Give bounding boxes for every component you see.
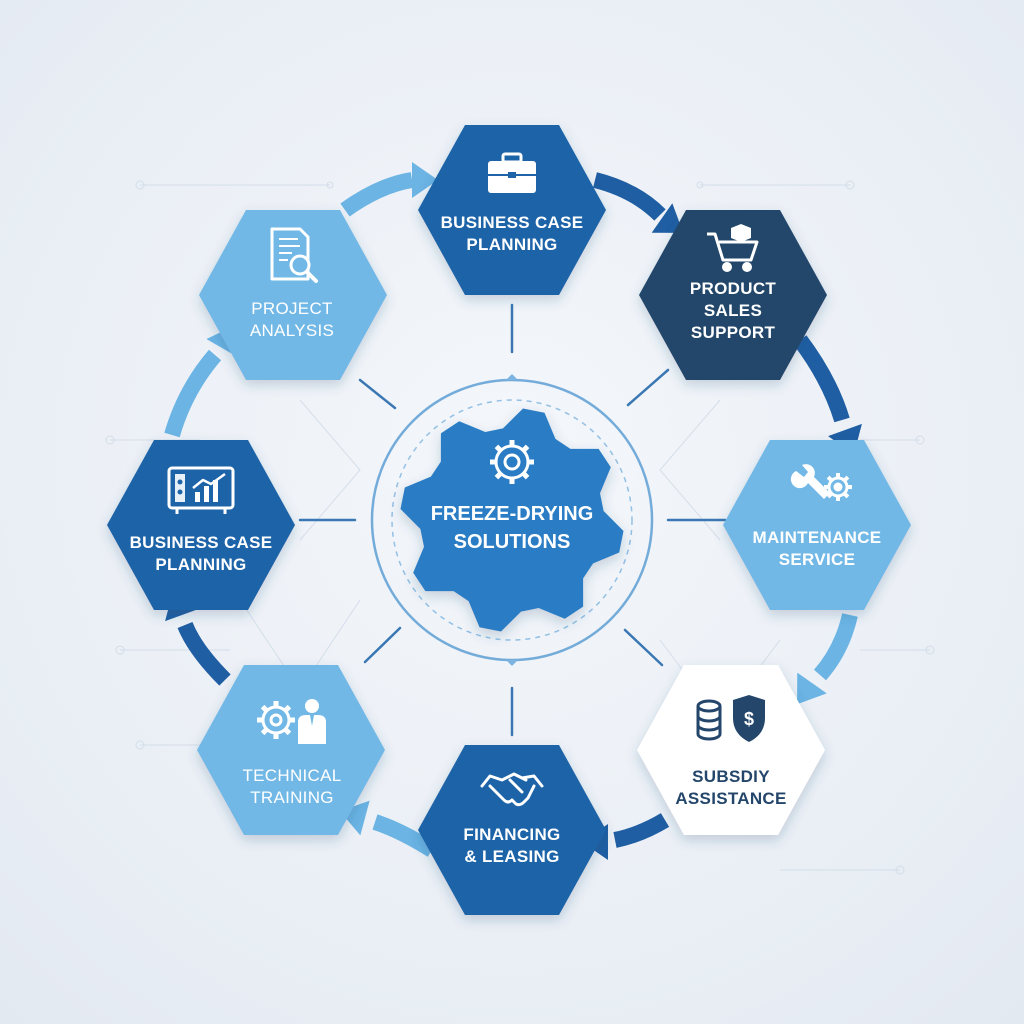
briefcase-icon	[488, 152, 536, 193]
shopping-cart-icon	[707, 224, 759, 272]
hexagon-bottom	[418, 745, 606, 915]
cycle-arrow-body	[372, 814, 437, 857]
center-spokes	[298, 303, 727, 737]
node-bottom-left[interactable]	[197, 665, 385, 835]
hexagon-top-left	[199, 210, 387, 380]
coins-shield-icon: $	[696, 695, 765, 742]
center-title: FREEZE-DRYING SOLUTIONS	[430, 503, 594, 553]
center-gear-shape	[400, 408, 624, 632]
cycle-arrow-head	[797, 672, 827, 705]
spoke-line	[358, 378, 397, 410]
node-bottom-right[interactable]: $	[637, 665, 825, 835]
hexagon-right	[723, 440, 911, 610]
cycle-arrow-body	[340, 172, 414, 217]
center-hub	[370, 374, 654, 666]
gear-person-icon	[257, 699, 326, 744]
hexagon-bottom-left	[197, 665, 385, 835]
spoke-line	[623, 628, 664, 667]
handshake-icon	[480, 772, 544, 807]
document-search-icon	[270, 227, 318, 283]
node-top[interactable]	[418, 125, 606, 295]
node-top-right[interactable]	[639, 210, 827, 380]
hexagon-left	[107, 440, 295, 610]
node-top-left[interactable]	[199, 210, 387, 380]
hexagon-bottom-right	[637, 665, 825, 835]
cycle-arrow-body	[164, 349, 222, 438]
spoke-line	[363, 626, 402, 664]
spoke-line	[626, 368, 670, 407]
node-right[interactable]	[723, 440, 911, 610]
service-nodes: $	[107, 125, 911, 915]
wrench-gear-icon	[790, 464, 852, 501]
cycle-arrow-body	[613, 813, 670, 848]
svg-text:$: $	[744, 709, 754, 729]
cycle-arrow-body	[813, 613, 858, 681]
cycle-arrow-head	[651, 203, 684, 233]
node-left[interactable]	[107, 440, 295, 610]
hexagon-top	[418, 125, 606, 295]
monitor-chart-icon	[167, 466, 235, 514]
node-bottom[interactable]	[418, 745, 606, 915]
cycle-arrow-head	[412, 162, 438, 198]
cycle-arrow-body	[592, 172, 666, 221]
gears-icon	[490, 440, 534, 484]
hexagon-top-right	[639, 210, 827, 380]
cycle-arrow-body	[177, 621, 231, 686]
cycle-arrow-body	[793, 335, 850, 423]
